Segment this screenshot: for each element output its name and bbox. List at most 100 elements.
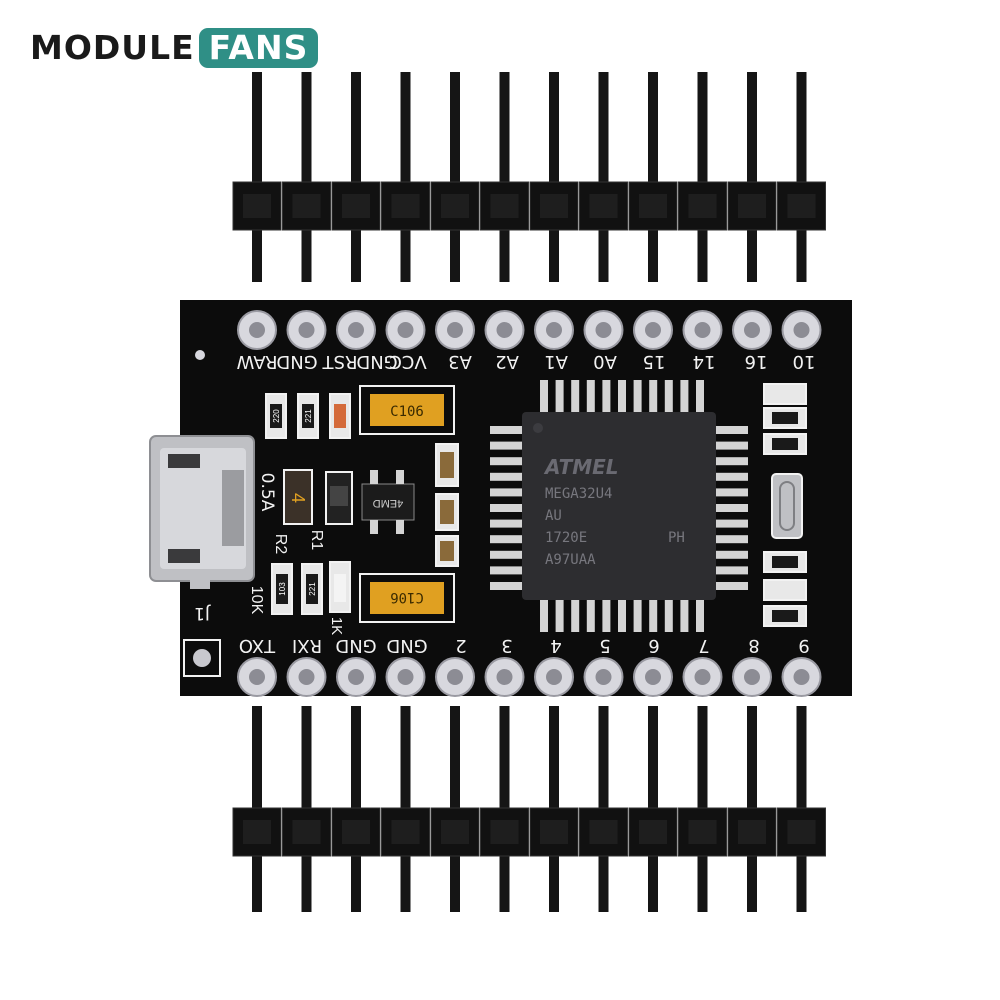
chip-lead [490, 457, 522, 466]
header-block-inset [490, 820, 519, 844]
pad-hole [348, 669, 364, 685]
polyfuse: 4 0.5A [257, 469, 313, 525]
chip-lead [696, 380, 704, 412]
chip-lead [664, 600, 673, 632]
chip-lead [649, 380, 658, 412]
pad-hole [447, 669, 463, 685]
header-block-inset [639, 820, 667, 844]
j1-label: J1 [194, 603, 211, 623]
chip-line-4: A97UAA [545, 552, 596, 568]
chip-lead [490, 488, 522, 497]
chip-lead [633, 380, 642, 412]
header-block-inset [292, 820, 321, 844]
header-block-inset [292, 194, 321, 218]
top-pin-label: 16 [745, 351, 768, 372]
header-pin [400, 72, 411, 282]
header-block-inset [391, 194, 420, 218]
regulator-label: 4EMD [373, 497, 404, 509]
chip-lead [555, 380, 564, 412]
pad-hole [496, 322, 513, 338]
header-block-inset [441, 194, 469, 218]
header-block-inset [490, 194, 519, 218]
bottom-pin-label: 7 [698, 635, 709, 656]
pad-hole [447, 322, 463, 338]
header-block-inset [243, 820, 271, 844]
chip-lead [490, 535, 522, 544]
chip-lead [490, 504, 522, 512]
chip-body [522, 412, 716, 600]
chip-lead [680, 380, 689, 412]
res-b-label: 221 [304, 409, 313, 423]
pad-hole [793, 669, 810, 685]
chip-lead [716, 566, 748, 575]
small-capacitors [435, 443, 459, 567]
pad-hole [496, 669, 513, 685]
top-pin-label: A3 [448, 351, 472, 372]
pad-hole [645, 669, 661, 685]
top-pin-label: GND [276, 351, 317, 372]
chip-lead [571, 380, 580, 412]
chip-lead [571, 600, 580, 632]
r2-value: 10K [248, 586, 265, 615]
chip-suffix: PH [668, 530, 685, 546]
header-pin [450, 72, 460, 282]
pad-hole [645, 322, 661, 338]
crystal [771, 473, 803, 539]
chip-lead [602, 600, 611, 632]
header-block-inset [738, 820, 766, 844]
header-block-inset [589, 820, 618, 844]
pad-hole [744, 322, 760, 338]
header-pin [301, 72, 312, 282]
pad-hole [397, 322, 414, 338]
header-block-inset [243, 194, 271, 218]
res-a-label: 220 [272, 409, 281, 423]
chip-lead [490, 472, 522, 481]
header-block-inset [342, 820, 370, 844]
resistors-bottom: 103 221 R2 R1 10K 1K [248, 530, 351, 635]
header-block-inset [738, 194, 766, 218]
res-c-label: 103 [278, 582, 287, 596]
pad-hole [595, 322, 612, 338]
chip-lead [555, 600, 564, 632]
cap-bottom-label: C106 [390, 589, 424, 605]
chip-line-3: 1720E [545, 530, 587, 546]
chip-lead [490, 519, 522, 528]
header-pin [351, 72, 361, 282]
top-pin-header [232, 72, 826, 282]
header-pin [648, 72, 658, 282]
chip-lead [716, 535, 748, 544]
fuse-mark: 4 [288, 493, 308, 503]
header-block-inset [589, 194, 618, 218]
capacitor-top: C106 [359, 385, 455, 435]
pad-hole [249, 669, 265, 685]
chip-lead [716, 426, 748, 434]
chip-lead [618, 380, 626, 412]
via-dot [195, 350, 205, 360]
pad-hole [694, 669, 711, 685]
chip-lead [633, 600, 642, 632]
fuse-label: 0.5A [257, 473, 277, 512]
bottom-pin-label: 5 [599, 635, 610, 656]
header-block [282, 807, 331, 857]
pad-hole [546, 669, 562, 685]
pad-hole [595, 669, 612, 685]
cap-top-label: C106 [390, 404, 424, 420]
pad-hole [348, 322, 364, 338]
header-block-inset [639, 194, 667, 218]
bottom-pin-label: TXO [239, 635, 276, 656]
res-d-label: 221 [308, 582, 317, 596]
header-pin [747, 72, 757, 282]
header-block [430, 181, 480, 231]
chip-lead [716, 441, 748, 450]
top-pin-label: A2 [495, 351, 519, 372]
chip-lead [716, 504, 748, 512]
header-block-inset [787, 820, 816, 844]
pad-hole [249, 322, 265, 338]
chip-lead [696, 600, 704, 632]
top-pin-label: GND [356, 351, 397, 372]
pad-hole [694, 322, 711, 338]
r2-label: R2 [272, 534, 289, 555]
